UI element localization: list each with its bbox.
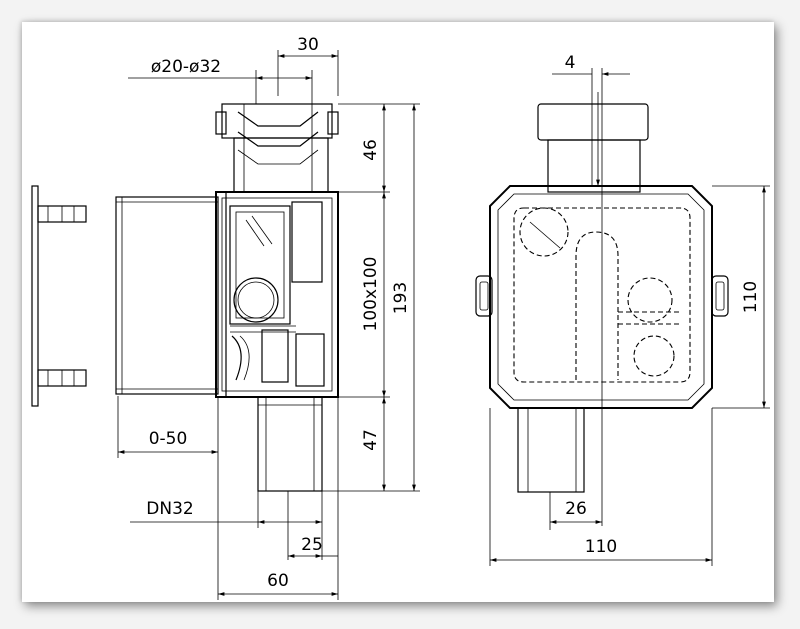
bottom-outlet-side (257, 396, 323, 492)
dimension-arrow-offset: 4 (552, 53, 630, 76)
dimension-side-depth-label: 60 (267, 571, 289, 591)
dimension-outlet-offset: 25 (288, 535, 338, 558)
dimension-wall-depth: 0-50 (118, 429, 218, 454)
dimension-front-width-label: 110 (585, 537, 617, 557)
dimension-wall-depth-label: 0-50 (149, 429, 188, 449)
dimension-pipe-diameter-label: ø20-ø32 (151, 57, 221, 77)
top-inlet-cap (537, 103, 649, 141)
extension-sleeve (115, 196, 219, 395)
dimension-outlet-offset-label: 25 (301, 535, 323, 555)
dimension-height-upper: 46 (361, 104, 386, 192)
dimension-outlet-nominal: DN32 (130, 499, 322, 524)
bottom-outlet-front (517, 407, 585, 493)
dimension-top-width-label: 30 (297, 35, 319, 55)
dimension-arrow-offset-label: 4 (565, 53, 576, 73)
dimension-front-width: 110 (490, 537, 712, 562)
front-view: 4 110 26 110 (475, 53, 770, 566)
siphon-technical-drawing: 30 ø20-ø32 46 100x100 47 193 0-50 (31, 35, 770, 600)
dimension-total-height: 193 (391, 104, 416, 491)
left-mounting-lug (475, 275, 493, 317)
dimension-front-height-label: 110 (741, 281, 761, 313)
dimension-top-width: 30 (278, 35, 338, 58)
technical-drawing-sheet: 30 ø20-ø32 46 100x100 47 193 0-50 (22, 22, 774, 602)
dimension-pipe-diameter: ø20-ø32 (128, 57, 312, 80)
dimension-side-depth: 60 (218, 571, 338, 596)
dimension-box-size: 100x100 (361, 192, 386, 397)
wall-flange (31, 185, 87, 407)
dimension-outlet-spacing: 26 (550, 499, 602, 524)
top-inlet-side (215, 103, 339, 193)
dimension-outlet-spacing-label: 26 (565, 499, 587, 519)
dimension-height-lower: 47 (361, 397, 386, 491)
dimension-front-height: 110 (741, 186, 766, 408)
dimension-outlet-nominal-label: DN32 (146, 499, 193, 519)
dimension-height-lower-label: 47 (361, 429, 381, 451)
siphon-box-front (489, 185, 713, 409)
dimension-box-size-label: 100x100 (361, 257, 381, 332)
siphon-box-side (215, 191, 339, 398)
dimension-height-upper-label: 46 (361, 139, 381, 161)
side-view: 30 ø20-ø32 46 100x100 47 193 0-50 (31, 35, 420, 600)
dimension-total-height-label: 193 (391, 282, 411, 314)
